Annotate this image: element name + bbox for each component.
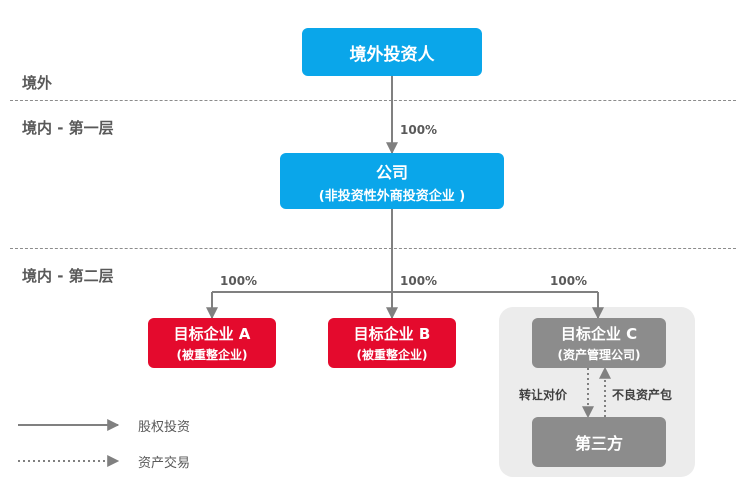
- node-target-a: 目标企业 A (被重整企业): [148, 318, 276, 368]
- node-third-party: 第三方: [532, 417, 666, 467]
- edge-label-company-a: 100%: [220, 274, 258, 288]
- separator-layer1-layer2: [10, 248, 736, 249]
- node-company: 公司 (非投资性外商投资企业 ): [280, 153, 504, 209]
- legend-equity-label: 股权投资: [138, 420, 191, 435]
- node-target-b: 目标企业 B (被重整企业): [328, 318, 456, 368]
- edge-label-investor-company: 100%: [400, 123, 438, 137]
- legend-asset-label: 资产交易: [138, 456, 191, 471]
- edge-label-company-b: 100%: [400, 274, 438, 288]
- region-label-overseas: 境外: [22, 74, 53, 92]
- node-company-title: 公司: [375, 162, 408, 182]
- edge-label-npl-package: 不良资产包: [612, 388, 673, 402]
- edge-label-transfer-consideration: 转让对价: [519, 388, 568, 402]
- region-label-domestic-layer2: 境内 - 第二层: [22, 267, 114, 285]
- edge-label-company-c: 100%: [550, 274, 588, 288]
- separator-overseas-domestic: [10, 100, 736, 101]
- region-label-domestic-layer1: 境内 - 第一层: [22, 119, 114, 137]
- node-target-a-subtitle: (被重整企业): [176, 348, 248, 362]
- node-target-c: 目标企业 C (资产管理公司): [532, 318, 666, 368]
- node-company-subtitle: (非投资性外商投资企业 ): [318, 188, 466, 204]
- node-target-c-title: 目标企业 C: [560, 325, 638, 343]
- node-target-b-subtitle: (被重整企业): [356, 348, 428, 362]
- node-overseas-investor: 境外投资人: [302, 28, 482, 76]
- node-third-party-label: 第三方: [574, 434, 623, 453]
- node-target-b-title: 目标企业 B: [353, 325, 431, 343]
- node-target-c-subtitle: (资产管理公司): [557, 348, 641, 362]
- node-target-a-title: 目标企业 A: [173, 325, 251, 343]
- node-overseas-investor-label: 境外投资人: [349, 44, 435, 65]
